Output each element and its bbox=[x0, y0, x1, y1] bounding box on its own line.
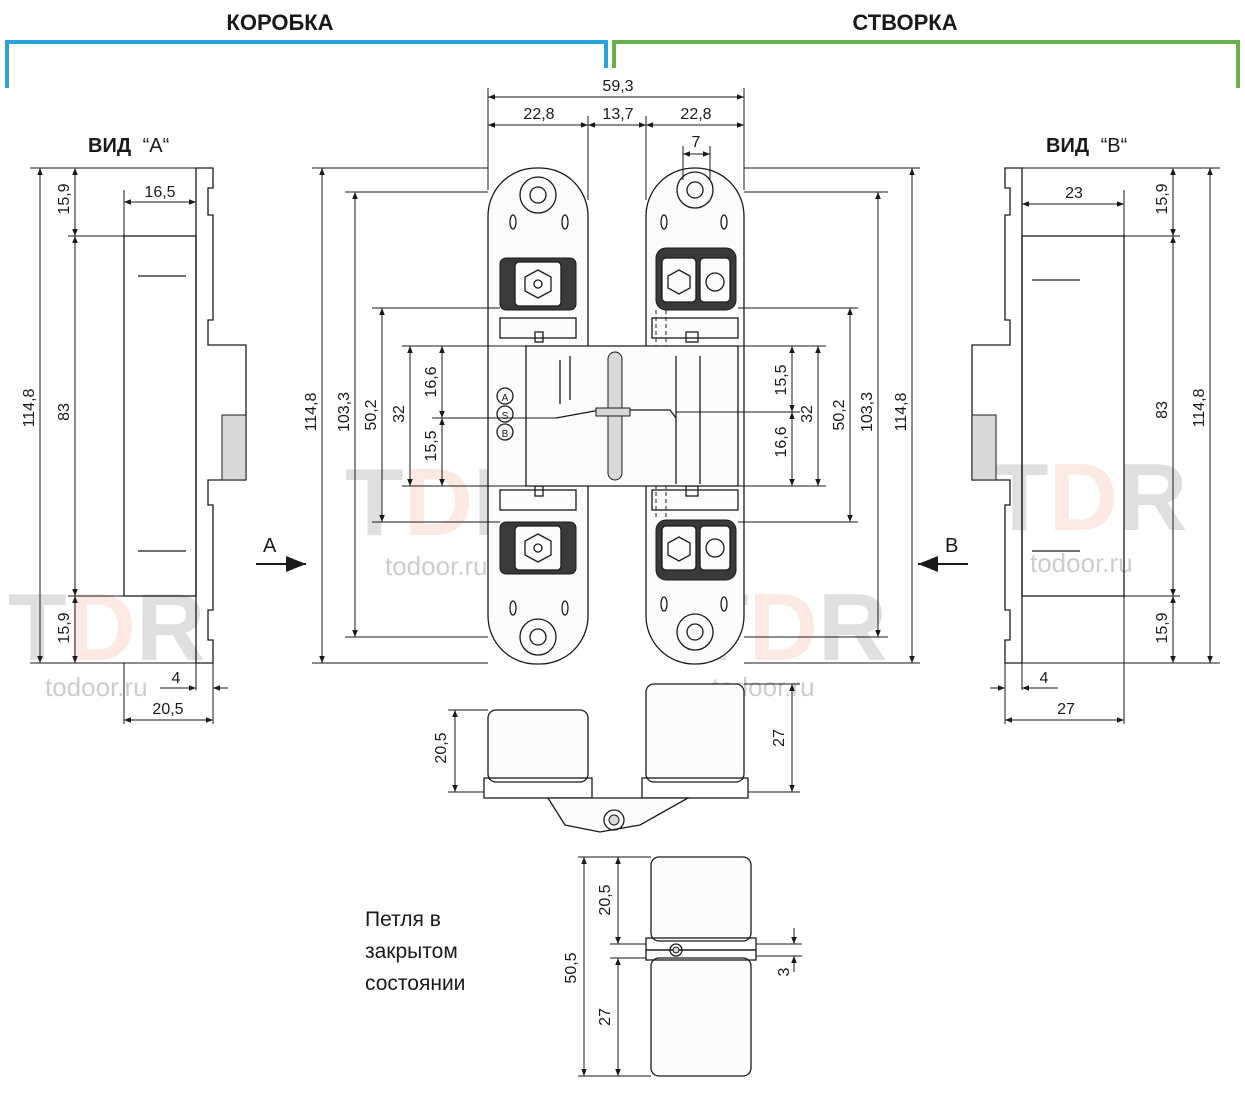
closed-note-line: состоянии bbox=[365, 972, 465, 995]
dim-label: 16,5 bbox=[144, 184, 175, 201]
left-dimensions: 114,8 103,3 50,2 32 16,6 15,5 bbox=[303, 167, 556, 664]
dim-label: 20,5 bbox=[152, 701, 183, 718]
view-arrows: A B bbox=[256, 535, 968, 572]
dim-label: 114,8 bbox=[893, 392, 910, 431]
dim-label: 50,2 bbox=[363, 399, 380, 430]
dim-label: 4 bbox=[172, 670, 181, 687]
dim-label: 20,5 bbox=[433, 732, 450, 763]
closed-bottom-leaf bbox=[650, 957, 752, 1077]
sash-bracket bbox=[612, 40, 1240, 88]
dim-label: 3 bbox=[776, 967, 793, 976]
svg-text:S: S bbox=[502, 411, 509, 422]
dim-label: 32 bbox=[799, 405, 816, 423]
dim-label: 16,6 bbox=[773, 426, 790, 457]
watermark-logo: TDR bbox=[8, 574, 205, 681]
closed-note-line: Петля в bbox=[365, 908, 441, 931]
dim-label: 32 bbox=[391, 405, 408, 423]
arrow-a-label: A bbox=[263, 535, 277, 557]
dim-label: 4 bbox=[1040, 670, 1049, 687]
sash-label: СТВОРКА bbox=[852, 10, 957, 35]
dim-label: 83 bbox=[1154, 401, 1171, 419]
dim-label: 22,8 bbox=[523, 106, 554, 123]
dim-label: 50,5 bbox=[563, 952, 580, 983]
dim-label: 16,6 bbox=[423, 366, 440, 397]
dim-label: 114,8 bbox=[1191, 388, 1208, 427]
dim-label: 7 bbox=[692, 134, 701, 151]
dim-label: 15,5 bbox=[423, 430, 440, 461]
dim-label: 23 bbox=[1065, 185, 1083, 202]
view-b-title: ВИД “B“ bbox=[1046, 135, 1127, 157]
dim-label: 59,3 bbox=[602, 78, 633, 95]
dim-label: 27 bbox=[1057, 701, 1075, 718]
box-bracket bbox=[5, 40, 608, 88]
dim-label: 15,9 bbox=[1154, 612, 1171, 643]
dim-label: 13,7 bbox=[602, 106, 633, 123]
dim-label: 27 bbox=[771, 729, 788, 747]
box-label: КОРОБКА bbox=[226, 10, 333, 35]
view-a-title: ВИД “A“ bbox=[88, 135, 169, 157]
dim-label: 114,8 bbox=[21, 388, 38, 427]
watermark-url: todoor.ru bbox=[385, 551, 488, 581]
dim-label: 15,5 bbox=[773, 364, 790, 395]
arrow-b-label: B bbox=[945, 535, 958, 557]
view-a: ВИД “A“ 114,8 15,9 83 15,9 16,5 4 20 bbox=[21, 135, 247, 724]
dim-label: 103,3 bbox=[336, 392, 353, 432]
dim-label: 103,3 bbox=[859, 392, 876, 432]
watermark-logo: TDR bbox=[990, 444, 1187, 551]
view-b: ВИД “B“ 114,8 15,9 83 15,9 23 4 27 bbox=[971, 135, 1220, 724]
svg-text:A: A bbox=[502, 393, 509, 404]
dim-label: 15,9 bbox=[56, 612, 73, 643]
watermark-url: todoor.ru bbox=[1030, 548, 1133, 578]
dim-label: 114,8 bbox=[303, 392, 320, 431]
svg-text:B: B bbox=[502, 429, 509, 440]
dim-label: 50,2 bbox=[831, 399, 848, 430]
dim-label: 22,8 bbox=[680, 106, 711, 123]
dim-label: 27 bbox=[597, 1008, 614, 1026]
view-b-cup bbox=[971, 414, 997, 481]
watermark-url: todoor.ru bbox=[45, 672, 148, 702]
view-a-body bbox=[123, 235, 197, 597]
box-leaf-bottom bbox=[487, 709, 589, 783]
hinge-arm bbox=[525, 345, 739, 487]
sash-leaf-bottom bbox=[645, 683, 745, 783]
dim-label: 20,5 bbox=[597, 884, 614, 915]
closed-top-leaf bbox=[650, 856, 752, 942]
hinge-closed-view: Петля в закрытом состоянии 50,5 20,5 27 … bbox=[365, 856, 802, 1077]
closed-note-line: закрытом bbox=[365, 940, 458, 963]
hinge-bottom-view: 20,5 27 bbox=[433, 683, 800, 833]
right-dimensions: 114,8 103,3 50,2 32 15,5 16,6 bbox=[676, 167, 920, 664]
dim-label: 83 bbox=[56, 403, 73, 421]
dim-label: 15,9 bbox=[1154, 183, 1171, 214]
dim-label: 15,9 bbox=[56, 183, 73, 214]
top-dimensions: 59,3 22,8 13,7 22,8 7 bbox=[487, 78, 745, 200]
hinge-front-view: A S B bbox=[487, 167, 745, 665]
header-brackets: КОРОБКА СТВОРКА bbox=[5, 10, 1240, 88]
view-a-cup bbox=[221, 414, 247, 481]
view-b-body bbox=[1021, 235, 1125, 597]
